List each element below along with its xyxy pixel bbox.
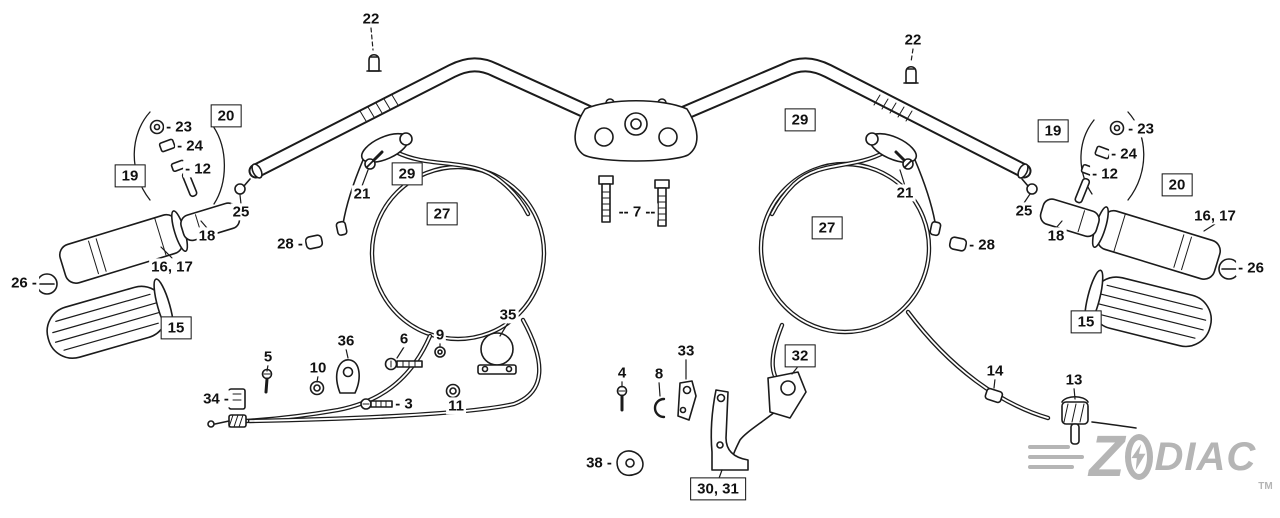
part-label-36: 36 bbox=[335, 332, 357, 350]
part-25-right bbox=[1021, 178, 1038, 195]
part-13-adjuster bbox=[1061, 395, 1089, 445]
part-22-right bbox=[903, 65, 919, 84]
part-30-31-bracket bbox=[710, 389, 749, 471]
part-label-16-17-left: 16, 17 bbox=[149, 258, 195, 276]
part-label-6: 6 bbox=[397, 330, 411, 348]
grip-right bbox=[1084, 269, 1213, 348]
part-22-left bbox=[366, 53, 382, 72]
part-label-33: 33 bbox=[675, 342, 697, 360]
part-label-14: 14 bbox=[984, 362, 1006, 380]
part-label-15-right: 15 bbox=[1070, 310, 1102, 334]
part-28-right bbox=[948, 236, 968, 252]
part-label-9: 9 bbox=[433, 326, 447, 344]
part-label-28-right: - 28 bbox=[967, 236, 997, 254]
part-12-pin-left bbox=[170, 159, 198, 198]
logo-letter-z: Z bbox=[1089, 424, 1125, 489]
part-label-28-left: 28 - bbox=[275, 235, 305, 253]
part-label-19-left: 19 bbox=[114, 164, 146, 188]
part-label-3: - 3 bbox=[393, 395, 415, 413]
part-35-clamp bbox=[477, 332, 517, 375]
part-label-12-right: - 12 bbox=[1090, 165, 1120, 183]
part-label-24-right: - 24 bbox=[1109, 145, 1139, 163]
part-label-22-left: 22 bbox=[360, 10, 382, 28]
logo-letters-diac: DIAC bbox=[1154, 435, 1257, 479]
logo-speedlines-icon bbox=[1028, 445, 1084, 469]
lever-perch-right bbox=[865, 132, 918, 170]
part-label-23-left: - 23 bbox=[164, 118, 194, 136]
part-7-bolts bbox=[598, 175, 670, 227]
part-38-clip bbox=[616, 450, 644, 477]
part-label-4: 4 bbox=[615, 364, 629, 382]
trademark-symbol: TM bbox=[1258, 481, 1273, 492]
part-23-washer-left bbox=[149, 119, 165, 135]
part-label-16-17-right: 16, 17 bbox=[1192, 207, 1238, 225]
part-label-29-right: 29 bbox=[784, 108, 816, 132]
part-label-25-right: 25 bbox=[1013, 202, 1035, 220]
part-label-23-right: - 23 bbox=[1126, 120, 1156, 138]
zodiac-logo: Z DIAC TM bbox=[1028, 412, 1273, 502]
lever-perch-left bbox=[360, 132, 413, 170]
part-36-bracket bbox=[335, 359, 360, 394]
part-label-21-right: 21 bbox=[894, 184, 916, 202]
part-label-15-left: 15 bbox=[160, 316, 192, 340]
part-label-27-right: 27 bbox=[811, 216, 843, 240]
part-24-left bbox=[158, 138, 176, 153]
grip-left bbox=[46, 278, 175, 359]
part-label-24-left: - 24 bbox=[175, 137, 205, 155]
part-label-8: 8 bbox=[652, 365, 666, 383]
part-label-30-31: 30, 31 bbox=[690, 477, 746, 501]
handlebar-clamp bbox=[574, 98, 698, 162]
part-label-35: 35 bbox=[497, 306, 519, 324]
part-label-34: 34 - bbox=[201, 390, 231, 408]
part-33-bracket bbox=[677, 380, 697, 421]
cable-assembly-left bbox=[207, 149, 547, 428]
part-23-washer-right bbox=[1109, 120, 1125, 136]
part-label-38: 38 - bbox=[584, 454, 614, 472]
cable-assembly-right bbox=[732, 149, 1137, 457]
part-label-13: 13 bbox=[1063, 371, 1085, 389]
part-label-22-right: 22 bbox=[902, 31, 924, 49]
part-label-11: 11 bbox=[446, 397, 466, 415]
part-label-26-right: - 26 bbox=[1236, 259, 1266, 277]
part-label-10: 10 bbox=[307, 359, 329, 377]
throttle-sleeve-right bbox=[1039, 198, 1222, 280]
part-label-20-right: 20 bbox=[1161, 173, 1193, 197]
part-label-12-left: - 12 bbox=[183, 160, 213, 178]
part-label-32: 32 bbox=[784, 344, 816, 368]
part-8-clip bbox=[653, 397, 666, 419]
part-5-screw bbox=[261, 368, 273, 394]
part-11-nut bbox=[445, 383, 461, 399]
part-label-20-left: 20 bbox=[210, 104, 242, 128]
lightning-bolt-icon bbox=[1131, 444, 1146, 470]
part-label-27-left: 27 bbox=[426, 202, 458, 226]
part-6-screw bbox=[384, 357, 423, 371]
part-label-29-left: 29 bbox=[391, 162, 423, 186]
part-label-18-right: 18 bbox=[1045, 227, 1067, 245]
part-label-18-left: 18 bbox=[196, 227, 218, 245]
part-label-21-left: 21 bbox=[351, 185, 373, 203]
part-label-19-right: 19 bbox=[1037, 119, 1069, 143]
part-25-left bbox=[234, 178, 251, 195]
part-28-left bbox=[304, 234, 324, 250]
part-label-25-left: 25 bbox=[230, 203, 252, 221]
part-label-26-left: 26 - bbox=[9, 274, 39, 292]
part-14-ferrule bbox=[984, 387, 1004, 404]
part-label-5: 5 bbox=[261, 348, 275, 366]
part-3-screw bbox=[360, 398, 393, 410]
part-label-7: -- 7 -- bbox=[616, 203, 658, 221]
logo-emblem bbox=[1125, 434, 1154, 480]
